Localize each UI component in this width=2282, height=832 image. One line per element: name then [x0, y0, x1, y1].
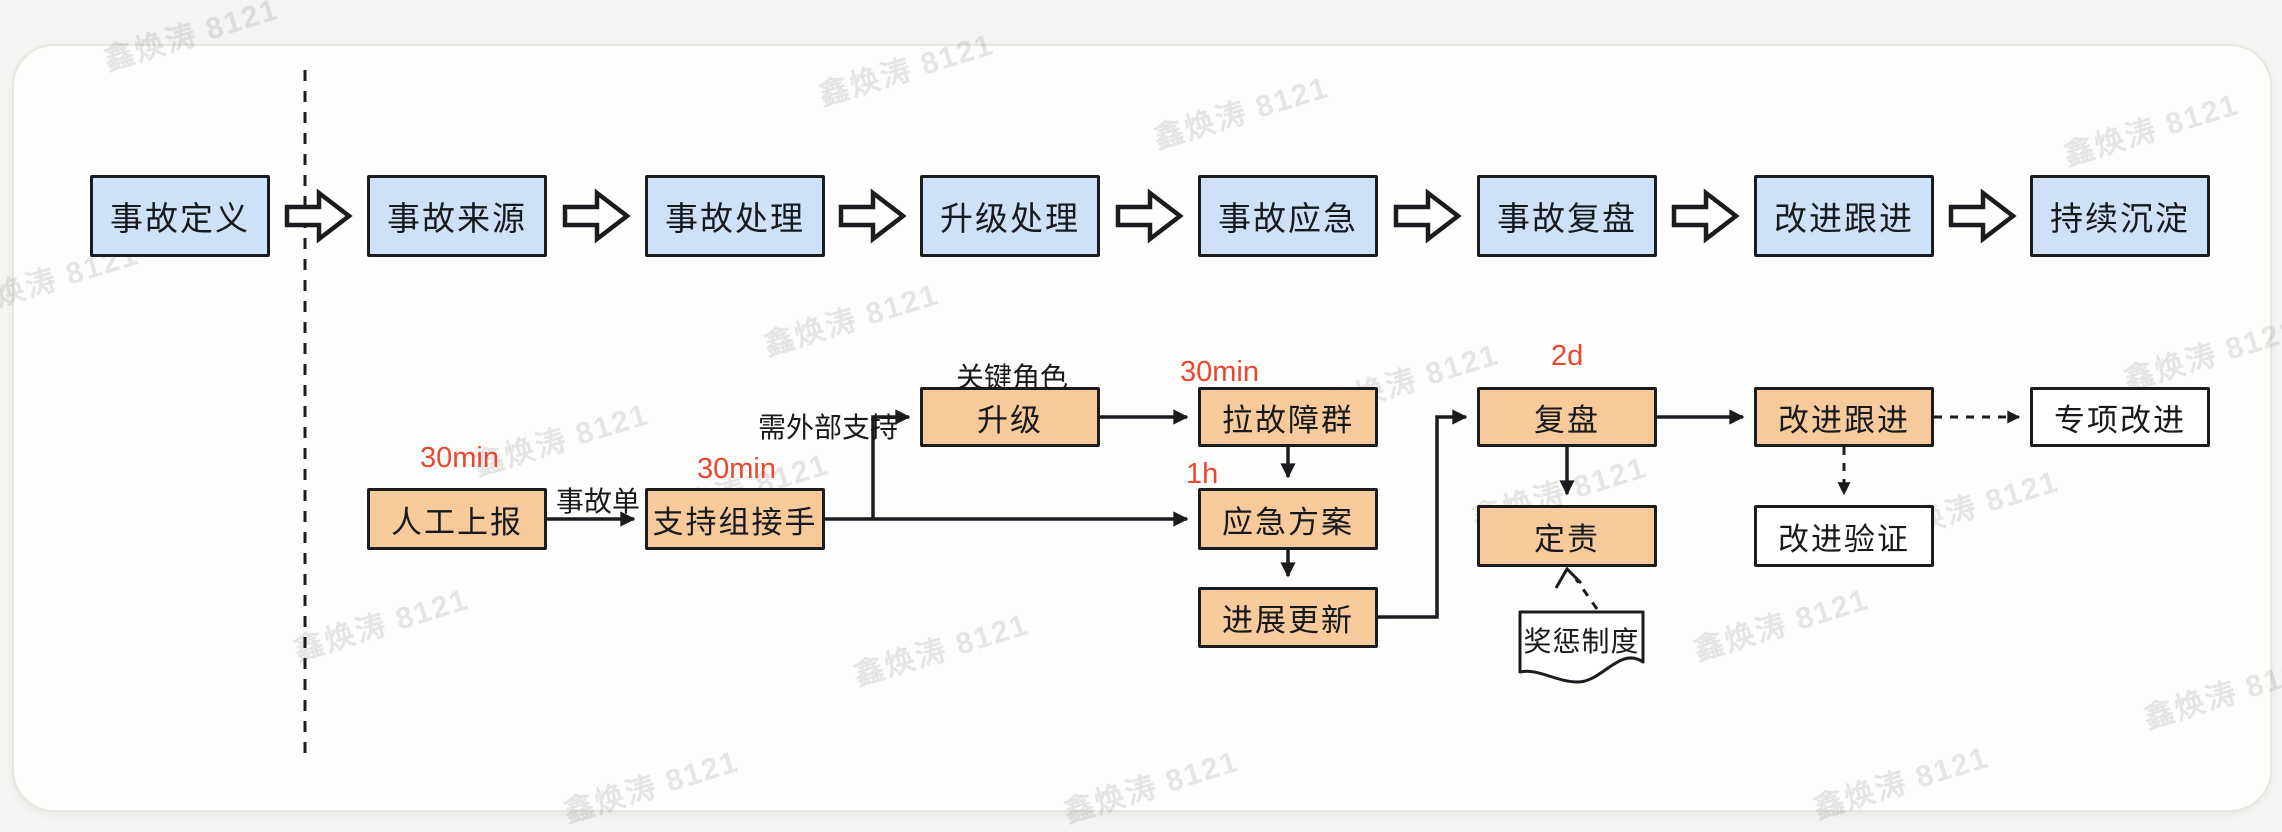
- stage-incident-definition: 事故定义: [90, 175, 270, 257]
- edge-label-incident-ticket: 事故单: [556, 486, 641, 517]
- node-assign-responsibility: 定责: [1477, 505, 1657, 567]
- document-shape: [1518, 610, 1645, 684]
- node-improvement-verify: 改进验证: [1754, 505, 1934, 567]
- node-special-improvement: 专项改进: [2030, 387, 2210, 447]
- hollow-arrow-icon: [1115, 188, 1184, 244]
- stage-incident-handling: 事故处理: [645, 175, 825, 257]
- node-progress-update: 进展更新: [1198, 587, 1378, 648]
- stage-arrow-icons: [284, 188, 2017, 244]
- node-improvement-followup: 改进跟进: [1754, 387, 1934, 447]
- hollow-arrow-icon: [284, 188, 353, 244]
- open-arrowhead: [1554, 566, 1583, 589]
- node-escalate: 升级: [920, 387, 1100, 447]
- flow-edges-solid: [547, 409, 1745, 619]
- sla-label-support: 30min: [697, 453, 776, 485]
- sla-label-report: 30min: [420, 442, 499, 474]
- node-support-takeover: 支持组接手: [645, 488, 825, 550]
- sla-label-review: 2d: [1551, 340, 1584, 372]
- hollow-arrow-icon: [562, 188, 631, 244]
- flow-edges-dashed: [1574, 410, 2021, 610]
- node-emergency-plan: 应急方案: [1198, 488, 1378, 550]
- stage-escalation-handling: 升级处理: [920, 175, 1100, 257]
- stage-continuous-accumulation: 持续沉淀: [2030, 175, 2210, 257]
- hollow-arrow-icon: [1671, 188, 1740, 244]
- hollow-arrow-icon: [1948, 188, 2017, 244]
- stage-improvement-followup: 改进跟进: [1754, 175, 1934, 257]
- node-reward-punishment-policy: 奖惩制度: [1523, 626, 1640, 657]
- hollow-arrow-icon: [838, 188, 907, 244]
- stage-incident-emergency: 事故应急: [1198, 175, 1378, 257]
- label-key-role: 关键角色: [956, 362, 1069, 393]
- node-manual-report: 人工上报: [367, 488, 547, 550]
- sla-label-group: 30min: [1180, 356, 1259, 388]
- stage-incident-review: 事故复盘: [1477, 175, 1657, 257]
- node-create-incident-group: 拉故障群: [1198, 387, 1378, 447]
- hollow-arrow-icon: [1393, 188, 1462, 244]
- sla-label-plan: 1h: [1186, 458, 1219, 490]
- node-review: 复盘: [1477, 387, 1657, 447]
- stage-incident-source: 事故来源: [367, 175, 547, 257]
- edge-label-need-external-support: 需外部支持: [758, 412, 899, 443]
